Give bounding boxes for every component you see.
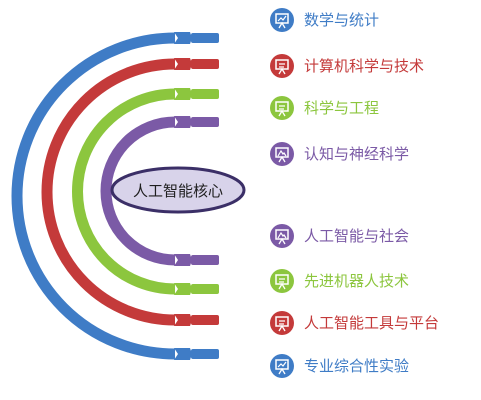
arrow-connector — [174, 348, 192, 360]
topic-label: 数学与统计 — [304, 11, 379, 29]
presentation-board-icon — [270, 269, 294, 293]
icon-glyph — [277, 361, 287, 368]
icon-glyph — [279, 105, 285, 110]
icon-stand — [278, 155, 286, 163]
icon-stand — [278, 109, 286, 117]
icon-glyph — [277, 15, 287, 22]
presentation-board-icon — [270, 96, 294, 120]
icon-stand — [278, 237, 286, 245]
icon-glyph — [277, 149, 287, 157]
connectors — [174, 32, 219, 360]
arc-computer-science — [41, 58, 176, 326]
icon-stand — [278, 282, 286, 290]
icon-stand — [278, 67, 286, 75]
icon-glyph — [277, 231, 287, 239]
arrow-connector — [174, 88, 192, 100]
connector-bar — [191, 349, 219, 359]
topic-list: 数学与统计计算机科学与技术科学与工程认知与神经科学人工智能与社会先进机器人技术人… — [270, 8, 439, 378]
core-ellipse — [110, 166, 246, 214]
topic-label: 人工智能与社会 — [304, 227, 409, 245]
connector-bar — [191, 315, 219, 325]
presentation-board-icon — [270, 54, 294, 78]
connector-bar — [191, 117, 219, 127]
icon-stand — [278, 324, 286, 332]
icon-disc — [270, 8, 294, 32]
topic-label: 计算机科学与技术 — [304, 57, 424, 75]
mountain-board-icon — [270, 224, 294, 248]
topic-item: 人工智能与社会 — [270, 224, 409, 248]
connector-bar — [191, 255, 219, 265]
icon-glyph — [279, 320, 285, 325]
icon-disc — [270, 54, 294, 78]
topic-label: 认知与神经科学 — [304, 145, 409, 163]
topic-label: 先进机器人技术 — [304, 272, 409, 290]
arc-cognitive-neuro — [100, 116, 176, 266]
icon-glyph — [279, 278, 285, 283]
icon-disc — [270, 224, 294, 248]
connector-bar — [191, 284, 219, 294]
icon-glyph — [279, 63, 285, 68]
presentation-board-icon — [270, 311, 294, 335]
arrow-connector — [174, 116, 192, 128]
icon-disc — [270, 96, 294, 120]
arrow-connector — [174, 58, 192, 70]
arc-science-engineering — [72, 88, 176, 295]
core-node: 人工智能核心 — [110, 166, 246, 214]
topic-item: 科学与工程 — [270, 96, 379, 120]
icon-stand — [278, 21, 286, 29]
icon-disc — [270, 354, 294, 378]
arrow-connector — [174, 283, 192, 295]
icon-disc — [270, 142, 294, 166]
topic-label: 人工智能工具与平台 — [304, 314, 439, 332]
connector-bar — [191, 89, 219, 99]
icon-disc — [270, 269, 294, 293]
topic-item: 先进机器人技术 — [270, 269, 409, 293]
chart-board-icon — [270, 8, 294, 32]
chart-board-icon — [270, 354, 294, 378]
arrow-connector — [174, 254, 192, 266]
connector-bar — [191, 59, 219, 69]
topic-item: 认知与神经科学 — [270, 142, 409, 166]
topic-item: 计算机科学与技术 — [270, 54, 424, 78]
icon-disc — [270, 311, 294, 335]
arrow-connector — [174, 32, 192, 44]
arrow-connector — [174, 314, 192, 326]
icon-stand — [278, 367, 286, 375]
topic-label: 专业综合性实验 — [304, 357, 409, 375]
mountain-board-icon — [270, 142, 294, 166]
topic-label: 科学与工程 — [304, 99, 379, 117]
core-label: 人工智能核心 — [133, 182, 223, 200]
arc-math-statistics — [11, 32, 176, 360]
topic-item: 数学与统计 — [270, 8, 379, 32]
topic-item: 人工智能工具与平台 — [270, 311, 439, 335]
connector-bar — [191, 33, 219, 43]
topic-item: 专业综合性实验 — [270, 354, 409, 378]
